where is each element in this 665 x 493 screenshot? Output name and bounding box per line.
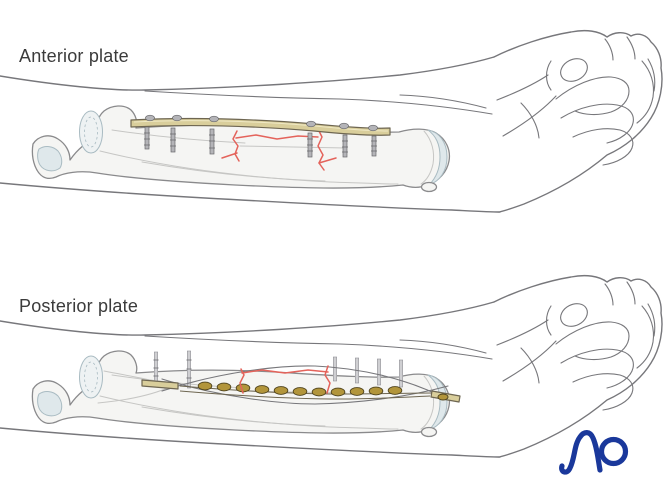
bone-screw: [376, 358, 382, 386]
bone-screw: [186, 350, 192, 389]
screw-head: [330, 387, 346, 397]
panel-label-posterior: Posterior plate: [19, 296, 139, 316]
screw-head: [145, 114, 155, 122]
screw-head: [368, 386, 384, 396]
anterior-plate-hardware: [130, 114, 391, 158]
anterior-plate-panel: [0, 29, 663, 213]
screw-head: [349, 387, 365, 396]
bone-screw: [342, 134, 348, 158]
anterior-screw-heads: [145, 114, 378, 132]
screw-head: [387, 386, 403, 395]
bone-screw: [307, 132, 313, 158]
screw-head: [254, 385, 270, 394]
posterior-exposure-window: [161, 365, 449, 405]
screw-head: [197, 381, 213, 391]
posterior-plate-left-end: [141, 379, 179, 390]
screw-head: [437, 393, 449, 401]
posterior-plate-hardware: [97, 350, 461, 405]
bone-screw: [144, 126, 150, 150]
screw-head: [306, 120, 316, 128]
screw-head: [292, 387, 308, 396]
anterior-plate: [130, 118, 391, 136]
ao-logo-letter-a: [559, 430, 603, 475]
ao-logo: [559, 430, 629, 475]
screw-head: [311, 387, 327, 397]
panel-label-anterior: Anterior plate: [19, 46, 129, 66]
fracture-line-anterior: [221, 128, 337, 171]
bone-screw: [170, 127, 176, 153]
fracture-line-posterior: [239, 365, 331, 394]
posterior-plate-panel: [0, 274, 663, 458]
anterior-screw-shafts: [144, 126, 377, 158]
screw-head: [216, 382, 232, 392]
bone-screw: [209, 128, 215, 155]
posterior-screw-heads: [197, 381, 449, 401]
ao-logo-letter-o: [598, 436, 629, 467]
screw-head: [339, 122, 349, 130]
screw-head: [273, 386, 289, 395]
screw-head: [209, 115, 219, 123]
screw-head: [172, 114, 182, 122]
bone-screw: [371, 135, 377, 157]
screw-head: [368, 124, 378, 132]
bone-screw: [332, 356, 338, 382]
bone-screw: [398, 359, 404, 388]
